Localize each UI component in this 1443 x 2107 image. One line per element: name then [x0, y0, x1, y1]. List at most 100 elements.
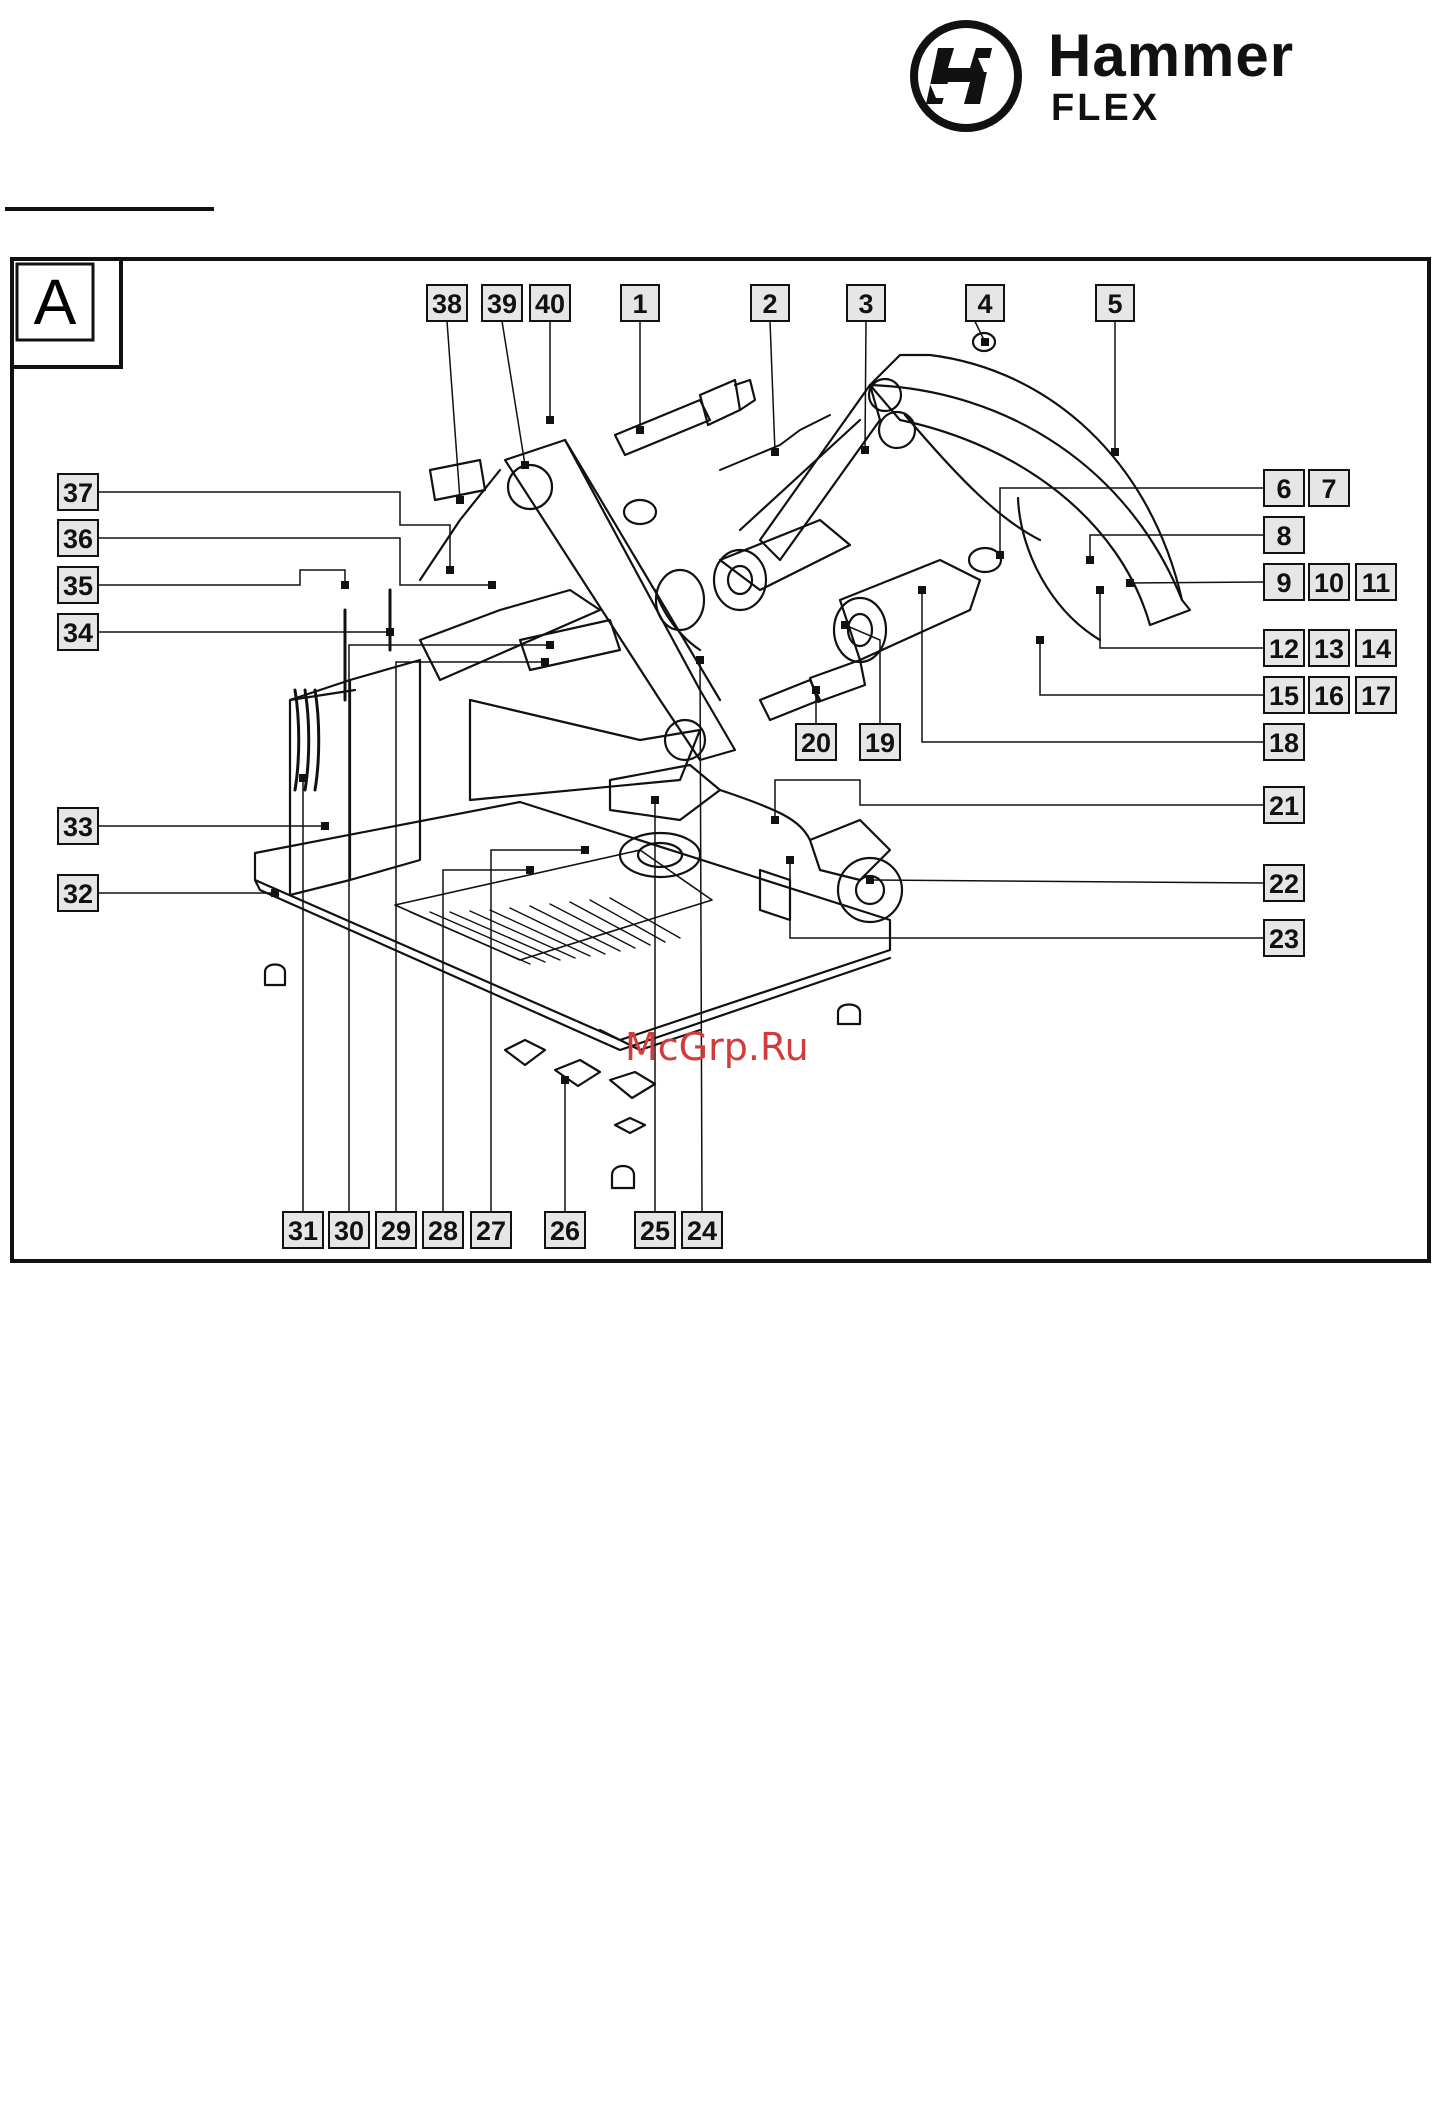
callout-anchor-33 — [321, 822, 329, 830]
callout-label-1: 1 — [621, 285, 659, 321]
callout-number-22: 22 — [1269, 869, 1299, 899]
callout-anchor-9 — [1126, 579, 1134, 587]
callout-number-15: 15 — [1269, 681, 1299, 711]
callout-number-32: 32 — [63, 879, 93, 909]
callout-anchor-5 — [1111, 448, 1119, 456]
callout-label-16: 16 — [1309, 677, 1349, 713]
exploded-parts-diagram: A — [0, 0, 1443, 1300]
callout-anchor-dots — [271, 338, 1134, 1084]
callout-label-19: 19 — [860, 724, 900, 760]
callout-number-36: 36 — [63, 524, 93, 554]
callout-label-12: 12 — [1264, 630, 1304, 666]
callout-label-7: 7 — [1309, 470, 1349, 506]
callout-leader-6 — [1000, 488, 1264, 555]
callout-number-30: 30 — [334, 1216, 364, 1246]
callout-number-16: 16 — [1314, 681, 1344, 711]
callout-leader-27 — [491, 850, 585, 1230]
callout-number-21: 21 — [1269, 791, 1299, 821]
callout-leader-24 — [700, 660, 702, 1212]
callout-anchor-28 — [526, 866, 534, 874]
callout-number-29: 29 — [381, 1216, 411, 1246]
callout-number-35: 35 — [63, 571, 93, 601]
callout-number-23: 23 — [1269, 924, 1299, 954]
callout-anchor-31 — [299, 774, 307, 782]
callout-number-8: 8 — [1276, 521, 1291, 551]
callout-number-37: 37 — [63, 478, 93, 508]
callout-label-17: 17 — [1356, 677, 1396, 713]
callout-anchor-20 — [812, 686, 820, 694]
callout-leader-30 — [349, 645, 550, 1230]
callout-anchor-19 — [841, 621, 849, 629]
callout-number-17: 17 — [1361, 681, 1391, 711]
callout-anchor-27 — [581, 846, 589, 854]
callout-number-26: 26 — [550, 1216, 580, 1246]
callout-leader-37 — [98, 492, 450, 570]
callout-anchor-18 — [918, 586, 926, 594]
callout-label-30: 30 — [329, 1212, 369, 1248]
callout-label-39: 39 — [482, 285, 522, 321]
callout-number-27: 27 — [476, 1216, 506, 1246]
callout-anchor-21 — [771, 816, 779, 824]
callout-number-12: 12 — [1269, 634, 1299, 664]
callout-number-33: 33 — [63, 812, 93, 842]
callout-label-15: 15 — [1264, 677, 1304, 713]
callout-number-18: 18 — [1269, 728, 1299, 758]
vise-and-handwheel — [610, 765, 902, 922]
callout-number-34: 34 — [63, 618, 93, 648]
callout-anchor-38 — [456, 496, 464, 504]
callout-label-13: 13 — [1309, 630, 1349, 666]
callout-label-18: 18 — [1264, 724, 1304, 760]
callout-anchor-12 — [1096, 586, 1104, 594]
callout-number-11: 11 — [1362, 568, 1391, 598]
callout-label-28: 28 — [423, 1212, 463, 1248]
callout-number-1: 1 — [632, 289, 647, 319]
callout-label-9: 9 — [1264, 564, 1304, 600]
callout-leader-22 — [870, 880, 1264, 883]
callout-label-32: 32 — [58, 875, 98, 911]
callout-number-10: 10 — [1314, 568, 1344, 598]
callout-label-36: 36 — [58, 520, 98, 556]
callout-leader-3 — [865, 321, 866, 450]
callout-anchor-40 — [546, 416, 554, 424]
diagram-frame: A — [12, 259, 1429, 1261]
callout-anchor-23 — [786, 856, 794, 864]
callout-leader-8 — [1090, 535, 1264, 560]
callout-label-22: 22 — [1264, 865, 1304, 901]
callout-anchor-25 — [651, 796, 659, 804]
callout-anchor-35 — [341, 581, 349, 589]
motor-housing — [655, 520, 1001, 662]
callout-number-4: 4 — [977, 289, 992, 319]
callout-leader-38 — [447, 321, 460, 500]
callout-anchor-8 — [1086, 556, 1094, 564]
callout-label-24: 24 — [682, 1212, 722, 1248]
callout-number-2: 2 — [762, 289, 777, 319]
callout-label-25: 25 — [635, 1212, 675, 1248]
callout-anchor-32 — [271, 889, 279, 897]
callout-anchor-29 — [541, 658, 549, 666]
callout-label-38: 38 — [427, 285, 467, 321]
callout-label-14: 14 — [1356, 630, 1396, 666]
callout-label-4: 4 — [966, 285, 1004, 321]
callout-label-10: 10 — [1309, 564, 1349, 600]
callout-label-11: 11 — [1356, 564, 1396, 600]
callout-number-3: 3 — [858, 289, 873, 319]
callout-anchor-4 — [981, 338, 989, 346]
callout-anchor-34 — [386, 628, 394, 636]
cutting-arm — [420, 440, 735, 760]
callout-anchor-36 — [488, 581, 496, 589]
callout-leader-35 — [98, 570, 345, 585]
callout-label-6: 6 — [1264, 470, 1304, 506]
callout-anchor-39 — [521, 461, 529, 469]
callout-anchor-1 — [636, 426, 644, 434]
callout-label-37: 37 — [58, 474, 98, 510]
callout-leader-18 — [922, 590, 1264, 742]
callout-label-5: 5 — [1096, 285, 1134, 321]
callout-number-6: 6 — [1276, 474, 1291, 504]
callout-label-31: 31 — [283, 1212, 323, 1248]
callout-label-26: 26 — [545, 1212, 585, 1248]
callout-anchor-15 — [1036, 636, 1044, 644]
callout-anchor-24 — [696, 656, 704, 664]
callout-label-29: 29 — [376, 1212, 416, 1248]
callout-anchor-6 — [996, 551, 1004, 559]
callout-anchor-26 — [561, 1076, 569, 1084]
